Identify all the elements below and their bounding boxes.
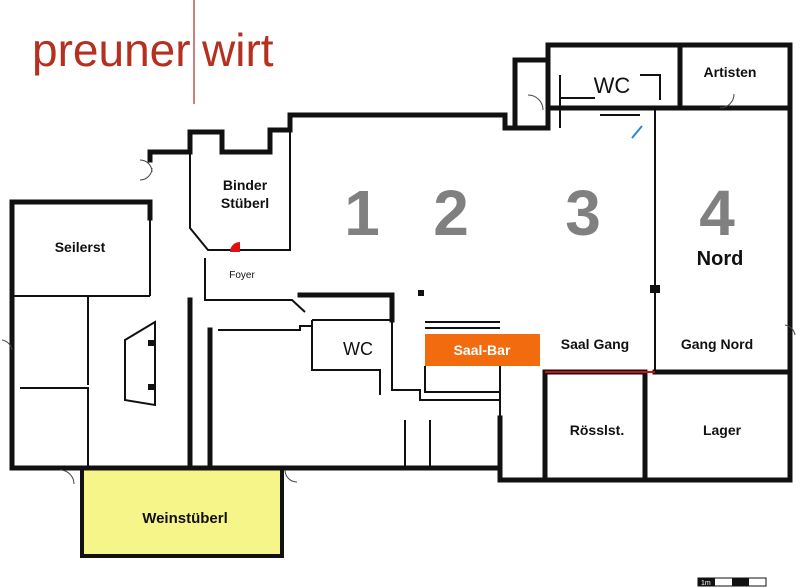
room-label-seilerst: Seilerst (55, 239, 106, 255)
logo-right: wirt (201, 24, 274, 76)
hall-section-1: 1 (344, 177, 380, 249)
weinstueberl-room[interactable] (80, 466, 284, 558)
room-label-roesslst: Rösslst. (570, 422, 624, 438)
room-label-lager: Lager (703, 422, 742, 438)
room-label-saal-bar: Saal-Bar (454, 342, 511, 358)
scale-bar-label: 1m (701, 580, 711, 587)
hall-section-2: 2 (433, 177, 469, 249)
hall-section-4: 4 (699, 177, 735, 249)
room-label-artisten: Artisten (704, 64, 757, 80)
hall-section-3: 3 (565, 177, 601, 249)
room-label-foyer: Foyer (229, 270, 255, 281)
room-label-saal-gang: Saal Gang (561, 336, 629, 352)
saal-bar-room[interactable] (425, 334, 540, 366)
room-label-binder-1: Binder (223, 177, 268, 193)
room-label-gang-nord: Gang Nord (681, 336, 753, 352)
walls (1, 42, 796, 485)
room-label-binder-2: Stüberl (221, 195, 269, 211)
room-label-weinstueberl: Weinstüberl (142, 510, 228, 527)
room-label-wc-top: WC (594, 73, 631, 98)
scale-bar: 1m (697, 577, 767, 587)
logo-left: preuner (32, 24, 191, 76)
logo: preuner wirt (32, 0, 274, 104)
room-label-nord: Nord (697, 248, 744, 270)
room-label-wc-mid: WC (343, 339, 373, 359)
